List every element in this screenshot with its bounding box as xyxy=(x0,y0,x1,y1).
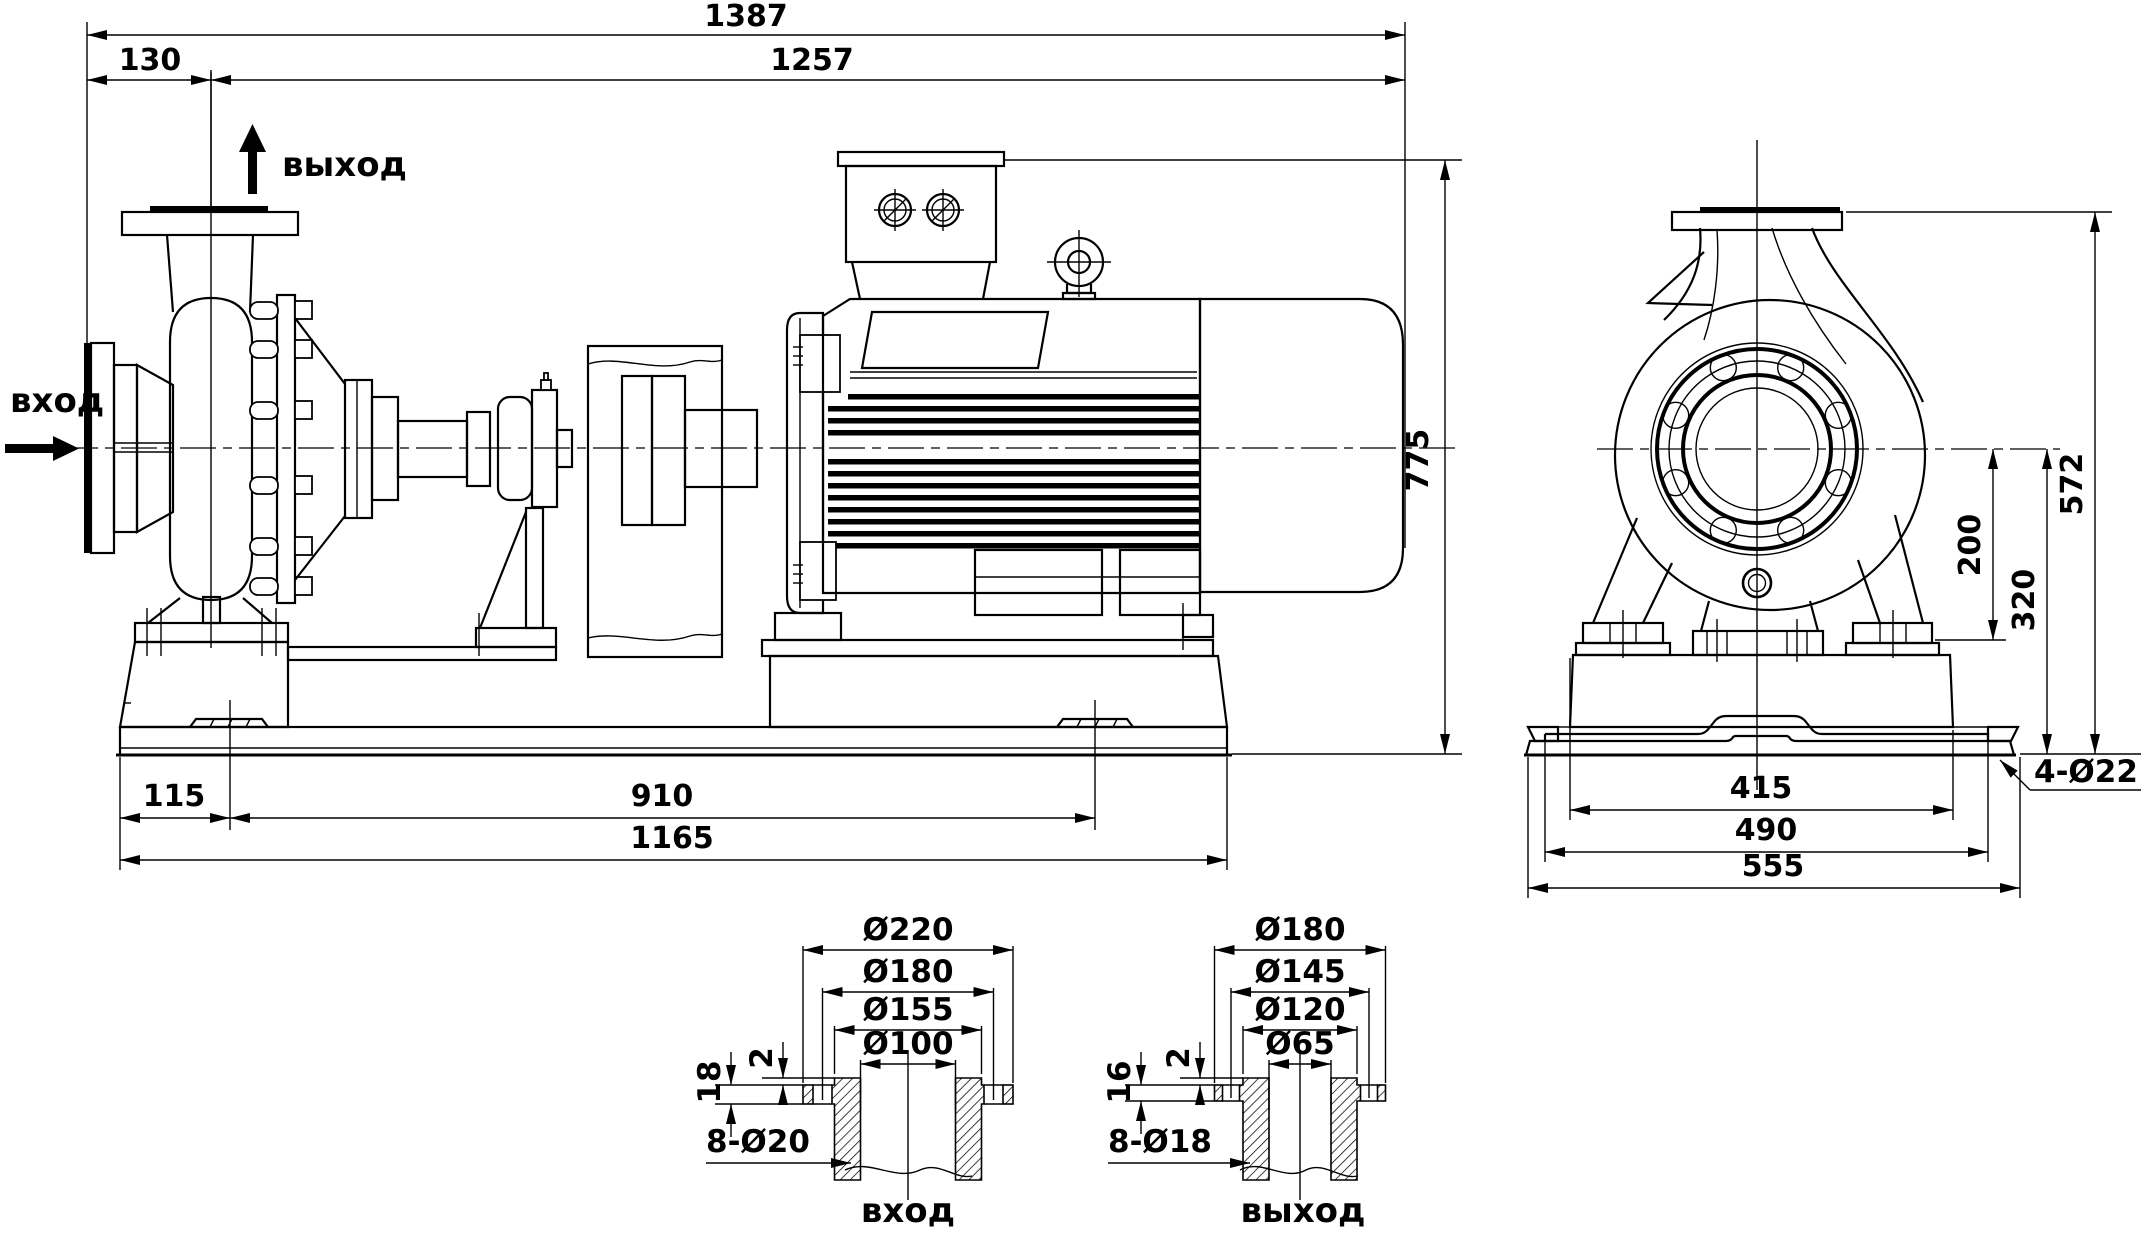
outlet-bolt-holes: 8-Ø18 xyxy=(1108,1124,1212,1160)
dim-axis-to-foot: 200 xyxy=(1953,514,1988,577)
inlet-detail-label: вход xyxy=(861,1191,955,1231)
front-volute xyxy=(1591,140,2060,790)
coupling-guard xyxy=(586,344,759,659)
cable-gland-icon xyxy=(922,189,964,231)
inlet-face-step: 2 xyxy=(744,1047,780,1069)
dimensions: 1387 130 1257 775 115 910 1165 200 320 5… xyxy=(5,0,2141,898)
terminal-box xyxy=(836,150,1006,300)
pump-pedestal xyxy=(118,595,290,729)
side-view xyxy=(62,72,1455,830)
cable-gland-icon xyxy=(874,189,916,231)
inlet-bolt-circle: Ø180 xyxy=(862,954,953,990)
outlet-detail-label: выход xyxy=(1240,1191,1365,1231)
motor-stand xyxy=(760,548,1229,729)
dim-overall-height: 775 xyxy=(1401,429,1436,492)
baseplate xyxy=(116,700,1232,830)
inlet-thickness: 18 xyxy=(692,1060,728,1103)
outlet-label: выход xyxy=(282,145,407,185)
pump-casing xyxy=(84,206,313,605)
bearing-bracket xyxy=(294,317,574,581)
bolt-holes xyxy=(1661,354,1853,544)
dim-overall-length: 1387 xyxy=(704,0,788,34)
dim-base-offset: 115 xyxy=(143,779,206,814)
inlet-bolt-holes: 8-Ø20 xyxy=(706,1124,810,1160)
anchor-holes-callout: 4-Ø22 xyxy=(2034,754,2138,790)
dim-pad-span: 910 xyxy=(631,779,694,814)
dim-base-length: 1165 xyxy=(630,821,714,856)
inlet-flange-detail: Ø220 Ø180 Ø155 Ø100 2 18 8-Ø20 вход xyxy=(692,912,1014,1231)
bracket-support xyxy=(286,506,558,662)
motor-fins xyxy=(828,394,1200,549)
dim-axis-to-base: 320 xyxy=(2007,569,2042,632)
front-view xyxy=(1524,140,2060,790)
inlet-od: Ø220 xyxy=(862,912,953,948)
inlet-raised-face: Ø155 xyxy=(862,992,953,1028)
lifting-eye-icon xyxy=(1047,230,1111,301)
outlet-face-step: 2 xyxy=(1161,1047,1197,1069)
motor xyxy=(760,150,1405,729)
dim-base-width: 555 xyxy=(1742,849,1805,884)
dim-hole-span: 490 xyxy=(1735,813,1798,848)
dim-foot-span: 415 xyxy=(1730,771,1793,806)
outlet-od: Ø180 xyxy=(1254,912,1345,948)
outlet-bolt-circle: Ø145 xyxy=(1254,954,1345,990)
front-baseplate xyxy=(1524,714,2020,757)
stud-bolts xyxy=(249,300,313,596)
dim-pump-length: 1257 xyxy=(770,43,854,78)
outlet-flange-detail: Ø180 Ø145 Ø120 Ø65 2 16 8-Ø18 выход xyxy=(1102,912,1387,1231)
outlet-raised-face: Ø120 xyxy=(1254,992,1345,1028)
inlet-flow-arrow-icon xyxy=(5,436,79,461)
outlet-bore: Ø65 xyxy=(1265,1026,1335,1062)
inlet-bore: Ø100 xyxy=(862,1026,953,1062)
dim-height-to-flange: 572 xyxy=(2055,453,2090,516)
front-pedestal xyxy=(1568,610,1955,729)
outlet-thickness: 16 xyxy=(1102,1060,1138,1103)
inlet-label: вход xyxy=(10,381,104,421)
outlet-flow-arrow-icon xyxy=(239,124,266,194)
casing-cover xyxy=(249,293,313,605)
dim-inlet-offset: 130 xyxy=(119,43,182,78)
